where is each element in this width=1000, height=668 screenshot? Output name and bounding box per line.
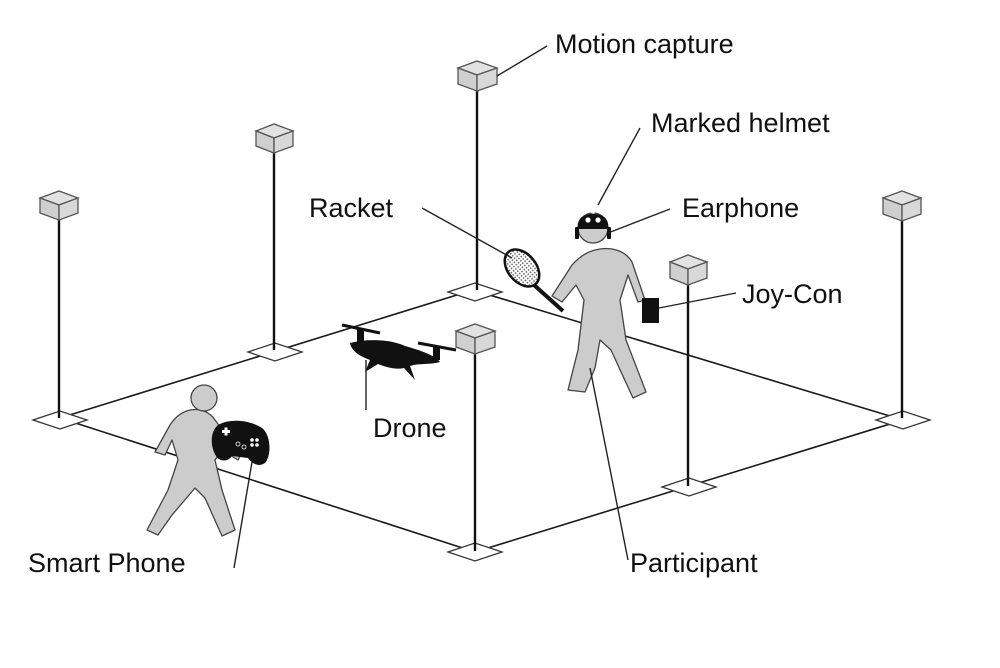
camera-icon [38,190,80,418]
floor-pad [659,477,719,497]
label-motion-capture: Motion capture [555,29,734,59]
leader-motion-capture [496,45,548,77]
marked-helmet-icon [578,208,608,229]
leader-smart-phone [233,461,253,569]
label-smart-phone: Smart Phone [28,548,186,578]
label-joy-con: Joy-Con [742,279,843,309]
label-participant: Participant [630,548,758,578]
camera-icon [668,254,709,486]
leader-earphone [607,208,671,234]
label-drone: Drone [373,413,447,443]
label-marked-helmet: Marked helmet [651,108,830,138]
floor-pad [30,410,90,430]
floor-pads [30,282,933,562]
drone-icon [341,323,457,410]
floor-pad [445,542,505,562]
floor-pad [873,410,933,430]
leader-marked-helmet [597,127,641,206]
camera-icon [456,60,499,290]
camera-icon [454,323,497,551]
motion-capture-cameras [38,60,923,551]
smart-phone-user-figure [146,384,243,537]
floor-pad [245,342,305,362]
joy-con-icon [642,298,659,323]
floor-pad [445,282,505,302]
leader-racket [421,207,513,259]
camera-icon [254,123,295,350]
game-controller-icon [211,420,270,465]
label-racket: Racket [309,193,394,223]
leader-lines [233,45,737,569]
participant-figure [551,212,647,399]
label-earphone: Earphone [682,193,799,223]
camera-icon [881,190,923,418]
leader-participant [589,367,629,561]
leader-joy-con [658,292,737,309]
racket-icon [503,248,565,313]
